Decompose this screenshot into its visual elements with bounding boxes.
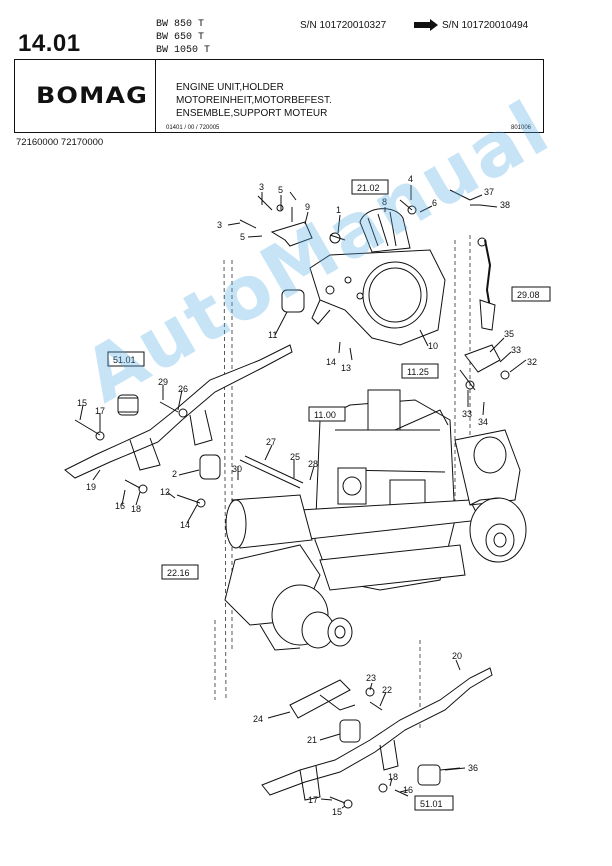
callout: 38	[500, 200, 510, 210]
callout: 11	[268, 330, 277, 340]
ref-box-11-00: 11.00	[308, 406, 346, 422]
callout: 12	[160, 487, 170, 497]
callout: 32	[527, 357, 537, 367]
exploded-parts-diagram: 21.02 29.08 51.01 11.25 11.00 22.16 51.0…	[64, 174, 551, 817]
callout: 6	[432, 198, 437, 208]
ref-box-21-02: 21.02	[351, 179, 389, 195]
callout: 15	[77, 398, 87, 408]
callout: 26	[178, 384, 188, 394]
page-number: 14.01	[18, 30, 81, 57]
callout: 34	[478, 417, 488, 427]
callout: 14	[326, 357, 336, 367]
callout: 27	[266, 437, 276, 447]
callout: 8	[382, 197, 387, 207]
callout: 21	[307, 735, 317, 745]
title-en: ENGINE UNIT,HOLDER	[176, 82, 284, 93]
ref-box-51-01-bottom: 51.01	[414, 795, 454, 811]
callout: 3	[217, 220, 222, 230]
callout: 30	[232, 464, 242, 474]
serial-from: S/N 101720010327	[300, 20, 387, 31]
callout: 18	[131, 504, 141, 514]
callout: 23	[366, 673, 376, 683]
callout: 18	[388, 772, 398, 782]
part-numbers: 72160000 72170000	[16, 137, 104, 148]
callout: 20	[452, 651, 462, 661]
svg-text:51.01: 51.01	[113, 355, 136, 365]
callout: 25	[290, 452, 300, 462]
callout: 4	[408, 174, 413, 184]
callout: 10	[428, 341, 438, 351]
svg-text:22.16: 22.16	[167, 568, 190, 578]
callout: 29	[158, 377, 168, 387]
callout: 17	[308, 795, 318, 805]
callout: 2	[172, 469, 177, 479]
document-code: 01401 / 00 / 720005	[166, 125, 220, 131]
callout: 33	[511, 345, 521, 355]
callout: 16	[115, 501, 125, 511]
model-3: BW 1050 T	[156, 45, 211, 56]
svg-text:11.25: 11.25	[407, 367, 429, 377]
ref-box-29-08: 29.08	[511, 286, 551, 302]
title-block	[14, 59, 544, 133]
svg-text:11.00: 11.00	[314, 410, 336, 420]
callout: 35	[504, 329, 514, 339]
callout: 22	[382, 685, 392, 695]
callout: 33	[462, 409, 472, 419]
callout: 16	[403, 785, 413, 795]
callout: 13	[341, 363, 351, 373]
callout: 5	[240, 232, 245, 242]
callout: 28	[308, 459, 318, 469]
callout-labels: 4 37 38 8 6 3 5 9 1 3 5 11 14 13 10 35 3…	[77, 174, 537, 817]
title-block-divider	[155, 59, 157, 133]
callout: 19	[86, 482, 96, 492]
callout: 14	[180, 520, 190, 530]
callout: 37	[484, 187, 494, 197]
title-de: MOTOREINHEIT,MOTORBEFEST.	[176, 95, 332, 106]
callout: 5	[278, 185, 283, 195]
arrow-right-icon	[414, 19, 438, 31]
svg-text:51.01: 51.01	[420, 799, 443, 809]
brand-logo: BOMAG	[36, 84, 149, 109]
ref-box-22-16: 22.16	[161, 564, 199, 580]
ref-box-11-25: 11.25	[401, 363, 439, 379]
callout: 3	[259, 182, 264, 192]
callout: 36	[468, 763, 478, 773]
callout: 1	[336, 205, 341, 215]
model-1: BW 850 T	[156, 19, 205, 30]
callout: 17	[95, 406, 105, 416]
callout: 9	[305, 202, 310, 212]
document-code-right: 801006	[511, 125, 532, 131]
callout: 24	[253, 714, 263, 724]
model-2: BW 650 T	[156, 32, 205, 43]
serial-to: S/N 101720010494	[442, 20, 529, 31]
svg-text:29.08: 29.08	[517, 290, 540, 300]
callout: 15	[332, 807, 342, 817]
svg-text:21.02: 21.02	[357, 183, 380, 193]
title-fr: ENSEMBLE,SUPPORT MOTEUR	[176, 108, 328, 119]
ref-box-51-01-top: 51.01	[107, 351, 145, 367]
